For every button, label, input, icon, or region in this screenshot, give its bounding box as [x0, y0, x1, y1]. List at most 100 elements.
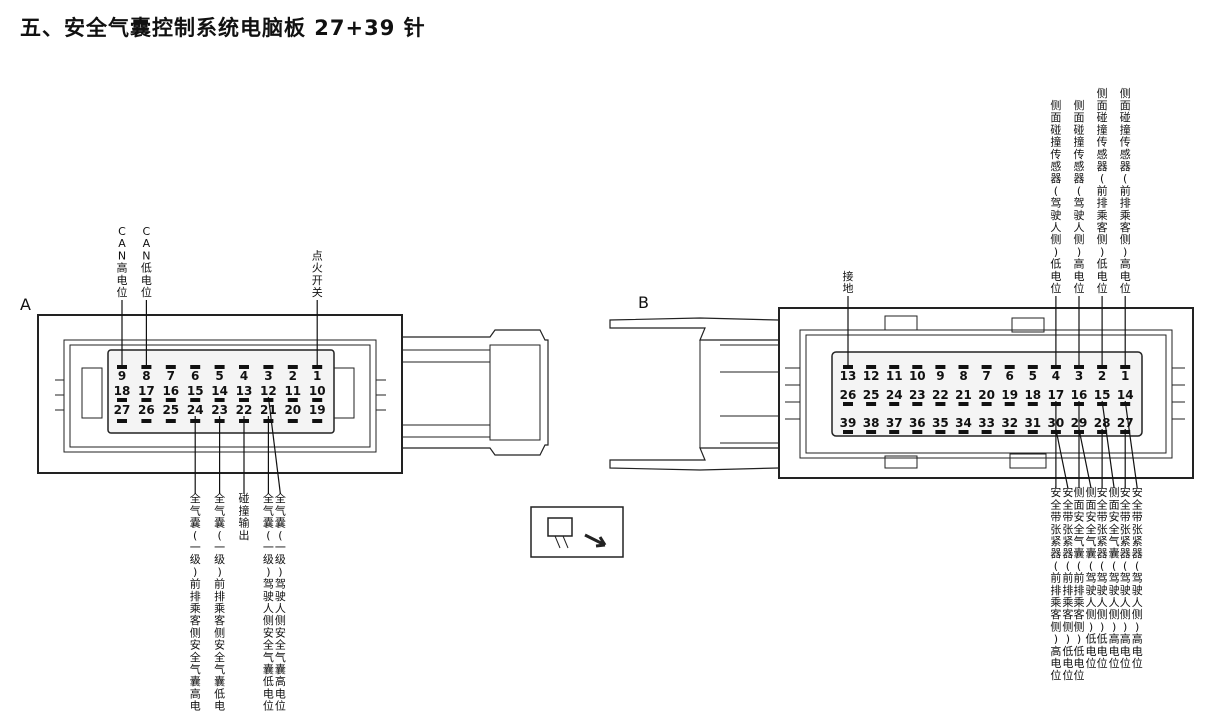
pin-slot: [263, 365, 274, 369]
pin-slot: [287, 398, 298, 402]
pin-number: 21: [260, 403, 277, 417]
pin-number: 9: [936, 369, 944, 383]
pin-slot: [165, 365, 176, 369]
pin-number: 3: [1075, 369, 1083, 383]
pin-number: 22: [236, 403, 253, 417]
pin-slot: [1004, 430, 1015, 434]
pin-number: 32: [1001, 416, 1018, 430]
pin-number: 15: [187, 384, 204, 398]
leader-line: [267, 396, 281, 495]
pin-function-label: 接地: [843, 270, 854, 295]
pin-number: 33: [978, 416, 995, 430]
pin-slot: [214, 365, 225, 369]
pin-number: 8: [142, 369, 150, 383]
pin-slot: [117, 398, 127, 402]
pin-slot: [239, 365, 249, 369]
pin-slot: [1004, 402, 1015, 406]
pin-number: 24: [187, 403, 204, 417]
pin-number: 26: [840, 388, 857, 402]
pin-function-label: 侧面碰撞传感器(前排乘客侧)高电位: [1120, 87, 1131, 295]
pin-number: 2: [1098, 369, 1106, 383]
connector-b-body: [609, 307, 1194, 479]
pin-number: 27: [114, 403, 131, 417]
pin-number: 18: [114, 384, 131, 398]
pin-number: 34: [955, 416, 972, 430]
pin-function-label: 安全带张紧器(驾驶人侧)低电位: [1097, 485, 1108, 670]
pin-function-label: 全气囊(一级)前排乘客侧安全气囊高电: [190, 491, 201, 712]
pin-slot: [190, 365, 201, 369]
pin-slot: [958, 365, 969, 369]
pin-number: 10: [309, 384, 326, 398]
pin-slot: [843, 430, 853, 434]
connector-a-label: A: [20, 295, 31, 314]
pin-slot: [889, 430, 900, 434]
pin-number: 17: [1048, 388, 1065, 402]
pin-slot: [866, 430, 877, 434]
pin-slot: [889, 365, 900, 369]
pin-number: 26: [138, 403, 155, 417]
pin-slot: [287, 365, 298, 369]
pin-number: 12: [863, 369, 880, 383]
pin-slot: [981, 365, 992, 369]
pin-number: 16: [1071, 388, 1088, 402]
pin-number: 15: [1094, 388, 1111, 402]
pin-function-label: 安全带张紧器(驾驶人侧)高电位: [1132, 485, 1143, 670]
pin-number: 19: [309, 403, 326, 417]
pin-number: 24: [886, 388, 903, 402]
pin-slot: [141, 398, 152, 402]
pin-number: 6: [1006, 369, 1014, 383]
pin-number: 5: [215, 369, 223, 383]
leader-line: [1055, 428, 1069, 489]
pin-number: 13: [840, 369, 857, 383]
pin-function-label: 全气囊(一级)驾驶人侧安全气囊低电位: [263, 491, 274, 712]
pin-number: 37: [886, 416, 903, 430]
pin-function-label: 全气囊(一级)驾驶人侧安全气囊高电位: [275, 491, 286, 712]
pin-function-label: 安全带张紧器(前排乘客侧)低电位: [1062, 485, 1073, 682]
plug-inset-icon: [530, 506, 624, 558]
pin-number: 13: [236, 384, 253, 398]
pin-slot: [912, 430, 923, 434]
page-title: 五、安全气囊控制系统电脑板 27+39 针: [20, 16, 426, 40]
pin-slot: [958, 402, 969, 406]
pin-slot: [190, 398, 201, 402]
pin-slot: [1004, 365, 1015, 369]
pin-number: 4: [240, 369, 248, 383]
pin-slot: [958, 430, 969, 434]
pin-number: 31: [1024, 416, 1041, 430]
pin-number: 21: [955, 388, 972, 402]
pin-function-label: 安全带张紧器(驾驶人侧)高电位: [1120, 485, 1131, 670]
pin-number: 1: [313, 369, 321, 383]
pin-number: 7: [982, 369, 990, 383]
pin-slot: [889, 402, 900, 406]
pin-function-label: 侧面安全气囊(驾驶人侧)低电位: [1086, 486, 1097, 670]
pin-number: 2: [289, 369, 297, 383]
pin-number: 12: [260, 384, 277, 398]
pin-number: 18: [1024, 388, 1041, 402]
pin-slot: [981, 402, 992, 406]
pin-number: 22: [932, 388, 949, 402]
pin-number: 4: [1052, 369, 1060, 383]
pin-slot: [141, 419, 152, 423]
pin-number: 10: [909, 369, 926, 383]
pin-number: 3: [264, 369, 272, 383]
pin-number: 19: [1001, 388, 1018, 402]
pin-function-label: 侧面安全气囊(前排乘客侧)低电位: [1074, 486, 1085, 682]
pin-number: 25: [863, 388, 880, 402]
pin-slot: [1027, 402, 1038, 406]
pin-number: 38: [863, 416, 880, 430]
pin-function-label: 全气囊(一级)前排乘客侧安全气囊低电: [214, 491, 225, 712]
pin-function-label: 碰撞输出: [239, 492, 250, 542]
pin-function-label: 安全带张紧器(前排乘客侧)高电位: [1050, 485, 1061, 682]
pin-number: 16: [162, 384, 179, 398]
pin-number: 14: [211, 384, 228, 398]
pin-slot: [165, 419, 176, 423]
pin-function-label: 侧面碰撞传感器(驾驶人侧)低电位: [1050, 99, 1061, 295]
pin-number: 20: [284, 403, 301, 417]
pin-number: 28: [1094, 416, 1111, 430]
pin-slot: [935, 402, 946, 406]
pin-number: 39: [840, 416, 857, 430]
leader-line: [1078, 428, 1092, 489]
